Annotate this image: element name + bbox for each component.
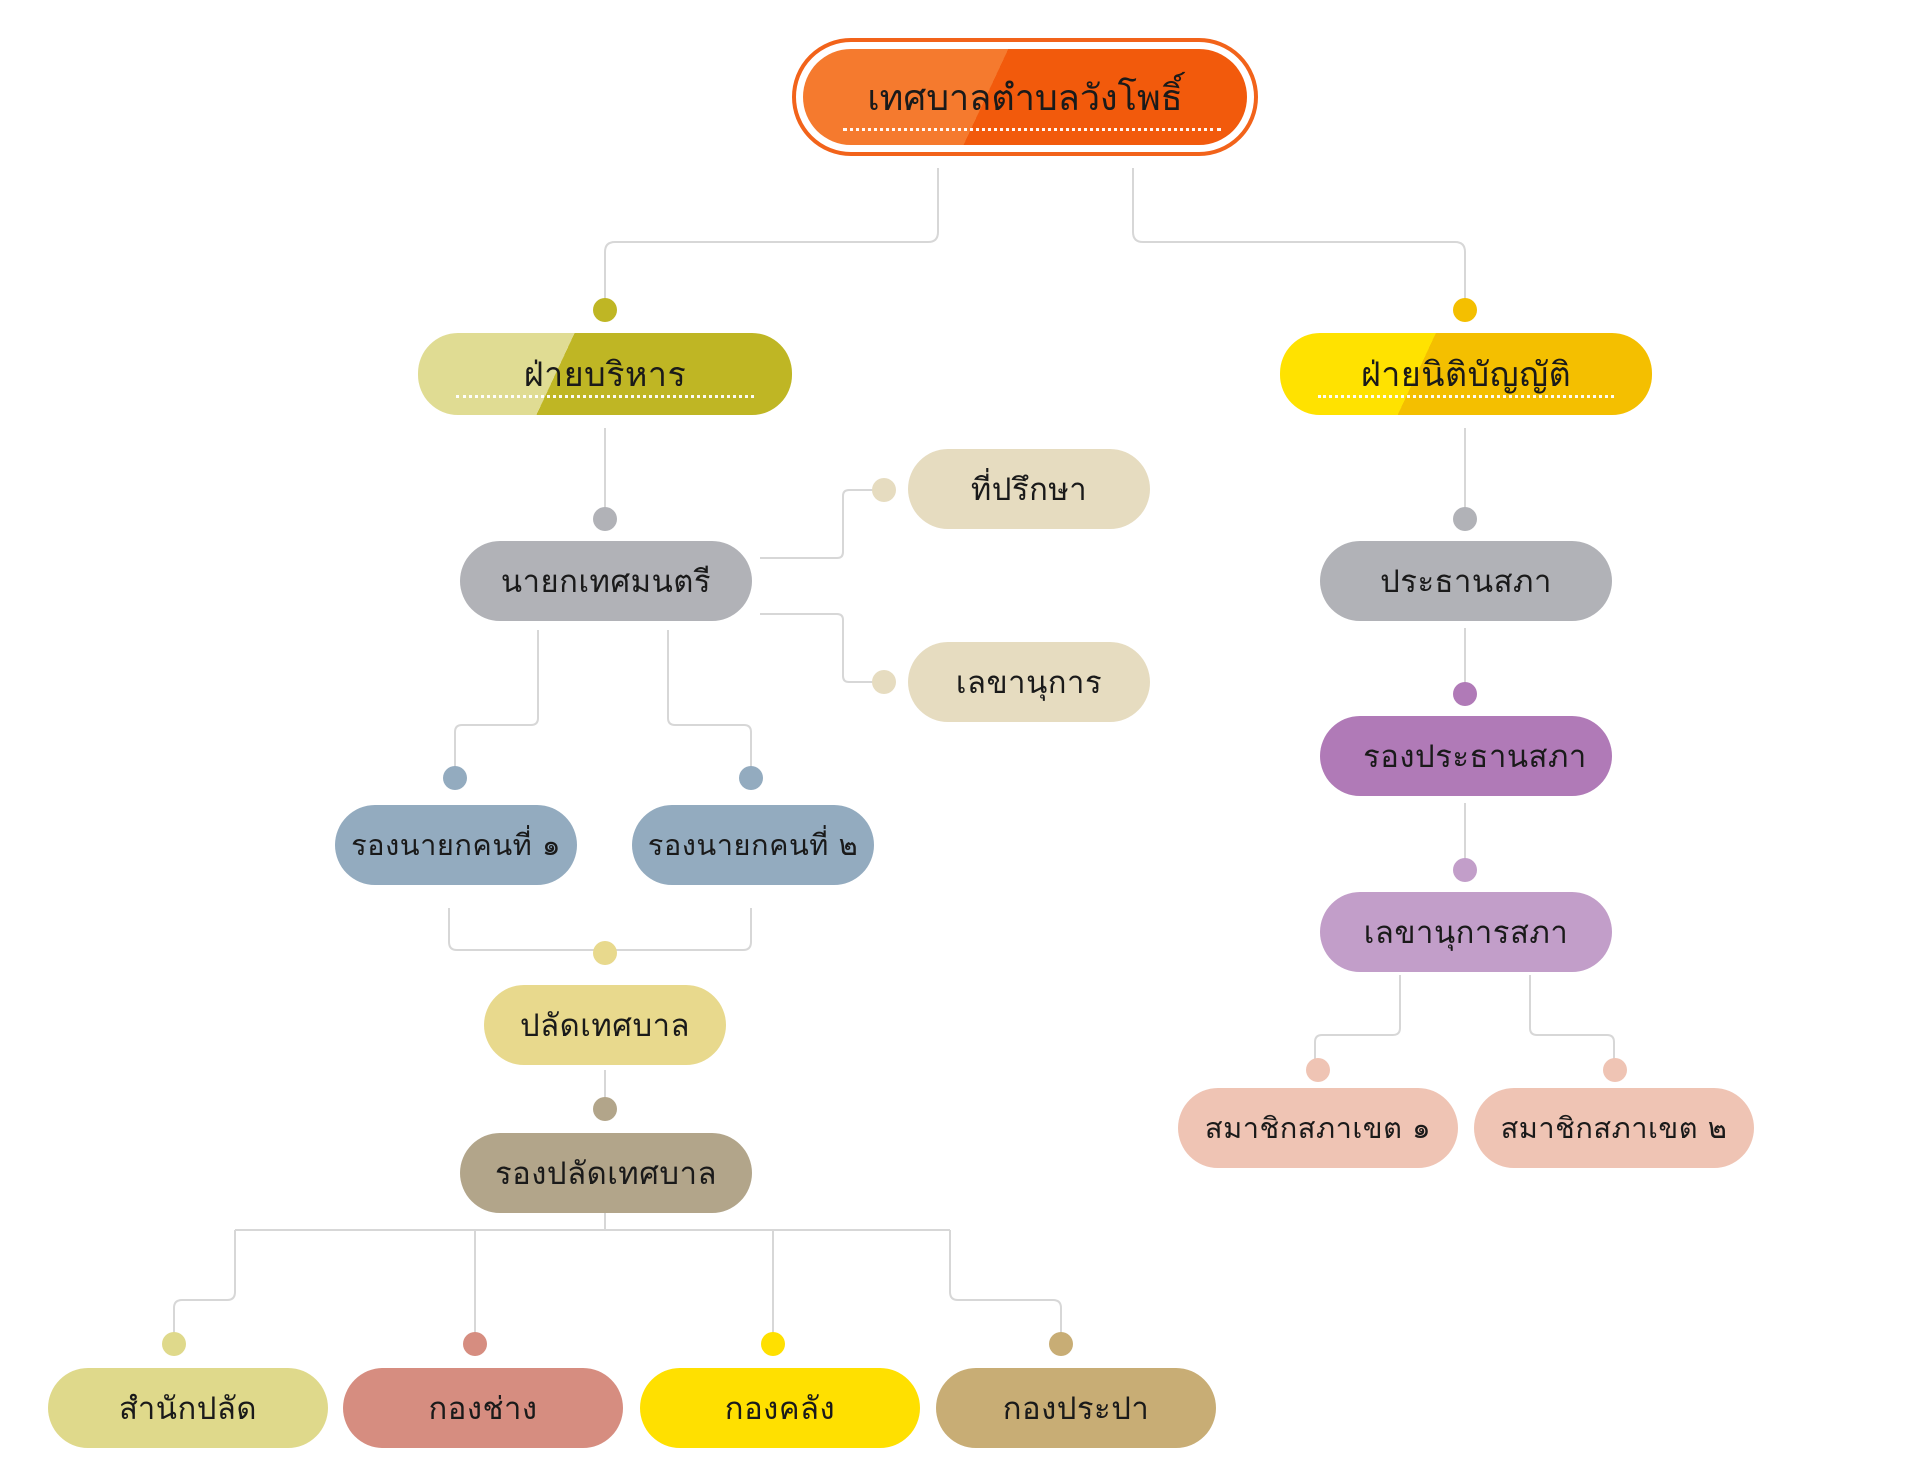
connector-dot [739, 766, 763, 790]
decorative-dotted-line [843, 128, 1221, 131]
executive-branch-label: ฝ่ายบริหาร [523, 355, 687, 395]
council-member-1-node[interactable]: สมาชิกสภาเขต ๑ [1178, 1088, 1458, 1168]
division-node-waterworks[interactable]: กองประปา [936, 1368, 1216, 1448]
connector-dot [1453, 682, 1477, 706]
council-member-2-node[interactable]: สมาชิกสภาเขต ๒ [1474, 1088, 1754, 1168]
connector-dot [593, 298, 617, 322]
connector-dot [872, 670, 896, 694]
connector-dot [761, 1332, 785, 1356]
division-label: กองประปา [1002, 1391, 1150, 1427]
connector-dot [1049, 1332, 1073, 1356]
decorative-dotted-line [456, 395, 754, 398]
division-node-office[interactable]: สำนักปลัด [48, 1368, 328, 1448]
connector-dot [593, 941, 617, 965]
council-member-1-label: สมาชิกสภาเขต ๑ [1204, 1111, 1432, 1145]
connector-dot [463, 1332, 487, 1356]
municipal-clerk-label: ปลัดเทศบาล [519, 1008, 691, 1044]
division-label: กองช่าง [428, 1391, 538, 1427]
root-label: เทศบาลตำบลวังโพธิ์ [867, 77, 1183, 119]
deputy-mayor-1-node[interactable]: รองนายกคนที่ ๑ [335, 805, 577, 885]
council-chairman-label: ประธานสภา [1380, 564, 1552, 600]
municipal-clerk-node[interactable]: ปลัดเทศบาล [484, 985, 726, 1065]
council-chairman-node[interactable]: ประธานสภา [1320, 541, 1612, 621]
connector-dot [1306, 1058, 1330, 1082]
decorative-dotted-line [1318, 395, 1614, 398]
root-node-pill: เทศบาลตำบลวังโพธิ์ [803, 49, 1247, 145]
connector-dot [1453, 298, 1477, 322]
deputy-mayor-1-label: รองนายกคนที่ ๑ [351, 828, 561, 862]
mayor-node[interactable]: นายกเทศมนตรี [460, 541, 752, 621]
division-label: สำนักปลัด [118, 1391, 258, 1427]
connector-dot [872, 478, 896, 502]
connector-dot [1603, 1058, 1627, 1082]
executive-branch-node[interactable]: ฝ่ายบริหาร [418, 333, 792, 415]
division-node-finance[interactable]: กองคลัง [640, 1368, 920, 1448]
council-secretary-label: เลขานุการสภา [1363, 915, 1569, 951]
deputy-mayor-2-label: รองนายกคนที่ ๒ [647, 828, 859, 862]
deputy-mayor-2-node[interactable]: รองนายกคนที่ ๒ [632, 805, 874, 885]
vice-chairman-node[interactable]: รองประธานสภา [1320, 716, 1612, 796]
council-member-2-label: สมาชิกสภาเขต ๒ [1500, 1111, 1728, 1145]
connector-dot [162, 1332, 186, 1356]
vice-chairman-label: รองประธานสภา [1363, 739, 1587, 775]
connector-dot [593, 1097, 617, 1121]
legislative-branch-label: ฝ่ายนิติบัญญัติ [1360, 355, 1572, 395]
connector-dot [1453, 507, 1477, 531]
connector-dot [443, 766, 467, 790]
deputy-clerk-label: รองปลัดเทศบาล [494, 1156, 717, 1192]
advisor-node[interactable]: ที่ปรึกษา [908, 449, 1150, 529]
root-node[interactable]: เทศบาลตำบลวังโพธิ์ [792, 38, 1258, 156]
connector-dot [1453, 858, 1477, 882]
deputy-clerk-node[interactable]: รองปลัดเทศบาล [460, 1133, 752, 1213]
division-label: กองคลัง [724, 1391, 836, 1427]
secretary-node[interactable]: เลขานุการ [908, 642, 1150, 722]
council-secretary-node[interactable]: เลขานุการสภา [1320, 892, 1612, 972]
legislative-branch-node[interactable]: ฝ่ายนิติบัญญัติ [1280, 333, 1652, 415]
advisor-label: ที่ปรึกษา [970, 472, 1088, 508]
connector-dot [593, 507, 617, 531]
mayor-label: นายกเทศมนตรี [500, 564, 712, 600]
division-node-engineering[interactable]: กองช่าง [343, 1368, 623, 1448]
secretary-label: เลขานุการ [955, 665, 1103, 701]
